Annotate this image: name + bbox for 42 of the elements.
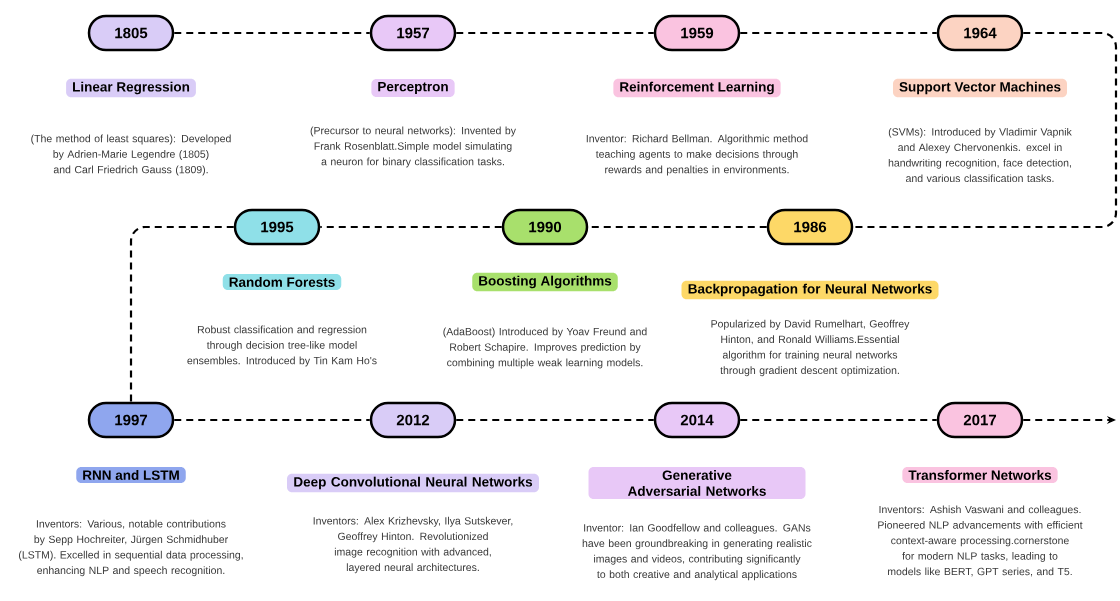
dashed-connector: [129, 225, 234, 402]
year-pill: 2014: [653, 401, 741, 439]
year-pill: 1805: [87, 14, 175, 52]
dashed-connector: [740, 418, 937, 422]
year-pill: 2012: [369, 401, 457, 439]
dashed-connector: [174, 31, 370, 35]
dashed-connector: [320, 225, 502, 229]
description-text: (AdaBoost) Introduced by Yoav Freund and Robert Schapire. Improves prediction by combining multiple weak learning models.: [443, 327, 647, 369]
year-pill: 1986: [766, 208, 854, 246]
description-text: Inventors: Various, notable contributions by Sepp Hochreiter, Jürgen Schmidhuber (LSTM). Excelled in sequential data processing, enhancing NLP and speech recognition.: [19, 519, 243, 577]
title-label: Deep Convolutional Neural Networks: [287, 473, 539, 493]
year-pill: 1995: [233, 208, 321, 246]
year-pill: 1957: [369, 14, 457, 52]
description-text: Popularized by David Rumelhart, Geoffrey Hinton, and Ronald Williams.Essential algorithm for training neural networks through gradient descent optimization.: [711, 319, 910, 377]
title-label: Support Vector Machines: [893, 78, 1067, 98]
description-text: Inventor: Richard Bellman. Algorithmic method teaching agents to make decisions through rewards and penalties in environments.: [586, 134, 808, 176]
description-text: (Precursor to neural networks): Invented by Frank Rosenblatt.Simple model simulating a neuron for binary classification tasks.: [310, 126, 516, 168]
year-pill: 1964: [936, 14, 1024, 52]
title-label: Boosting Algorithms: [472, 272, 618, 292]
title-label: Reinforcement Learning: [613, 78, 781, 98]
title-label: Perceptron: [371, 78, 455, 98]
description-text: Inventor: Ian Goodfellow and colleagues. GANs have been groundbreaking in generating realistic images and videos, contributing significantly to both creative and analytical applications: [582, 523, 812, 581]
title-label: Transformer Networks: [902, 467, 1058, 483]
year-pill: 1997: [87, 401, 175, 439]
description-text: (The method of least squares): Developed by Adrien-Marie Legendre (1805) and Carl Friedrich Gauss (1809).: [31, 134, 231, 176]
title-label: Generative Adversarial Networks: [588, 467, 806, 499]
year-pill: 2017: [936, 401, 1024, 439]
year-pill: 1959: [653, 14, 741, 52]
dashed-connector: [740, 31, 937, 35]
description-text: Robust classification and regression through decision tree-like model ensembles. Introduced by Tin Kam Ho's: [187, 325, 377, 367]
dashed-connector: [853, 31, 1118, 229]
description-text: Inventors: Ashish Vaswani and colleagues. Pioneered NLP advancements with efficient context-aware processing.cornerstone for modern NLP tasks, leading to models like BERT, GPT series, and T5.: [878, 505, 1083, 577]
year-pill: 1990: [501, 208, 589, 246]
title-label: Linear Regression: [66, 78, 196, 98]
title-label: Backpropagation for Neural Networks: [681, 280, 939, 300]
dashed-connector: [456, 418, 654, 422]
title-label: RNN and LSTM: [76, 467, 186, 483]
dashed-connector: [456, 31, 654, 35]
description-text: Inventors: Alex Krizhevsky, Ilya Sutskever, Geoffrey Hinton. Revolutionized image recognition with advanced, layered neural architectures.: [313, 516, 513, 574]
description-text: (SVMs): Introduced by Vladimir Vapnik and Alexey Chervonenkis. excel in handwriting recognition, face detection, and various classification tasks.: [888, 127, 1072, 183]
dashed-connector: [174, 418, 370, 422]
title-label: Random Forests: [222, 274, 342, 290]
